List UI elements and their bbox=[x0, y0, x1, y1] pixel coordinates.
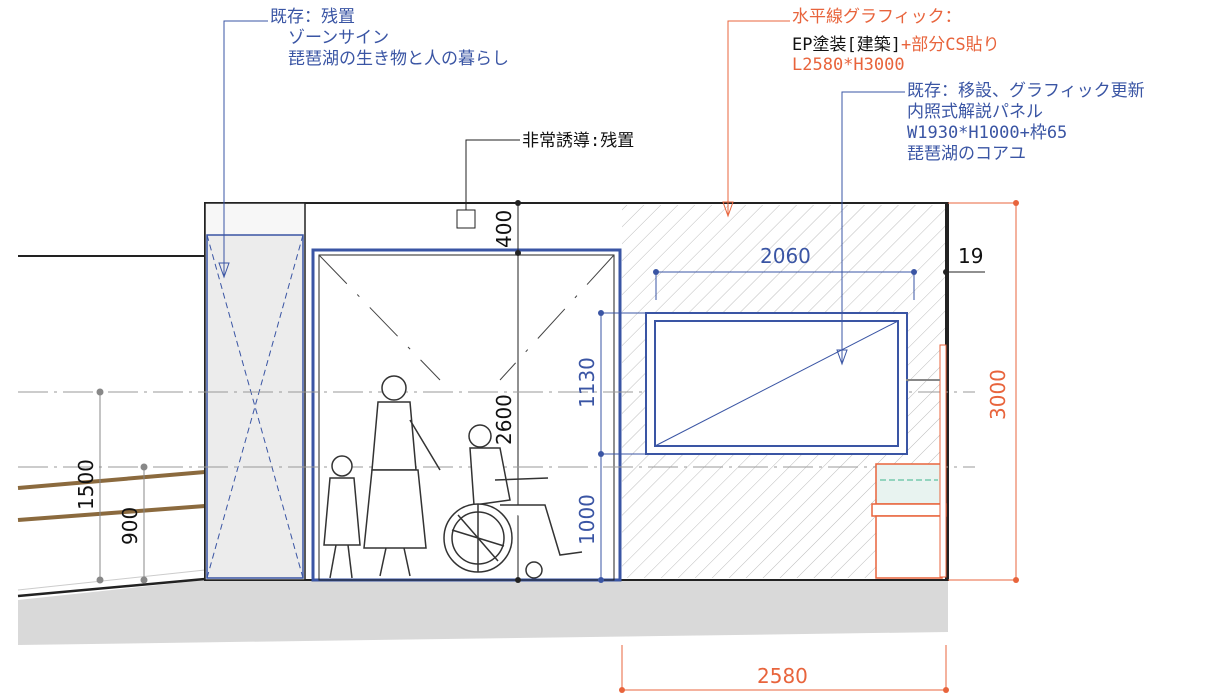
zone-sign-line-1: 既存：残置 bbox=[270, 7, 355, 27]
emergency-label: 非常誘導:残置 bbox=[522, 131, 634, 151]
handrail-lower bbox=[17, 504, 206, 522]
zone-sign-line-3: 琵琶湖の生き物と人の暮らし bbox=[288, 49, 509, 69]
horizontal-graphic-spec-black: EP塗装[建築] bbox=[792, 34, 901, 55]
horizontal-graphic-spec-orange: +部分CS貼り bbox=[901, 35, 1000, 55]
panel-line-3: W1930*H1000+枠65 bbox=[907, 123, 1067, 143]
leader-zone-sign bbox=[223, 20, 268, 275]
people-wheelchair-illustration bbox=[323, 375, 583, 579]
zone-sign-panel bbox=[206, 234, 304, 579]
horizontal-graphic-spec: EP塗装[建築]+部分CS貼り bbox=[792, 34, 1000, 55]
horizontal-graphic-size: L2580*H3000 bbox=[792, 55, 905, 75]
leader-panel bbox=[841, 91, 905, 362]
dim-3000: 3000 bbox=[986, 369, 1010, 420]
dim-400: 400 bbox=[492, 210, 516, 248]
dim-1130: 1130 bbox=[575, 357, 599, 408]
floor-line bbox=[17, 577, 206, 598]
panel-line-4: 琵琶湖のコアユ bbox=[907, 144, 1026, 164]
dim-1500: 1500 bbox=[74, 459, 98, 510]
panel-line-1: 既存：移設、グラフィック更新 bbox=[907, 81, 1145, 101]
emergency-sign-box bbox=[456, 209, 476, 229]
display-case bbox=[875, 463, 943, 505]
horizontal-graphic-title: 水平線グラフィック： bbox=[792, 7, 962, 27]
floor-slab bbox=[18, 580, 948, 645]
dim-19: 19 bbox=[958, 244, 983, 268]
dim-2580: 2580 bbox=[757, 664, 808, 688]
dim-2060: 2060 bbox=[760, 244, 811, 268]
leader-horizontal-graphic bbox=[727, 20, 790, 214]
panel-line-2: 内照式解説パネル bbox=[907, 102, 1043, 122]
dim-900: 900 bbox=[118, 507, 142, 545]
dim-1000: 1000 bbox=[575, 494, 599, 545]
handrail-upper bbox=[17, 470, 206, 490]
zone-sign-line-2: ゾーンサイン bbox=[288, 28, 389, 48]
dim-2600: 2600 bbox=[492, 394, 516, 445]
